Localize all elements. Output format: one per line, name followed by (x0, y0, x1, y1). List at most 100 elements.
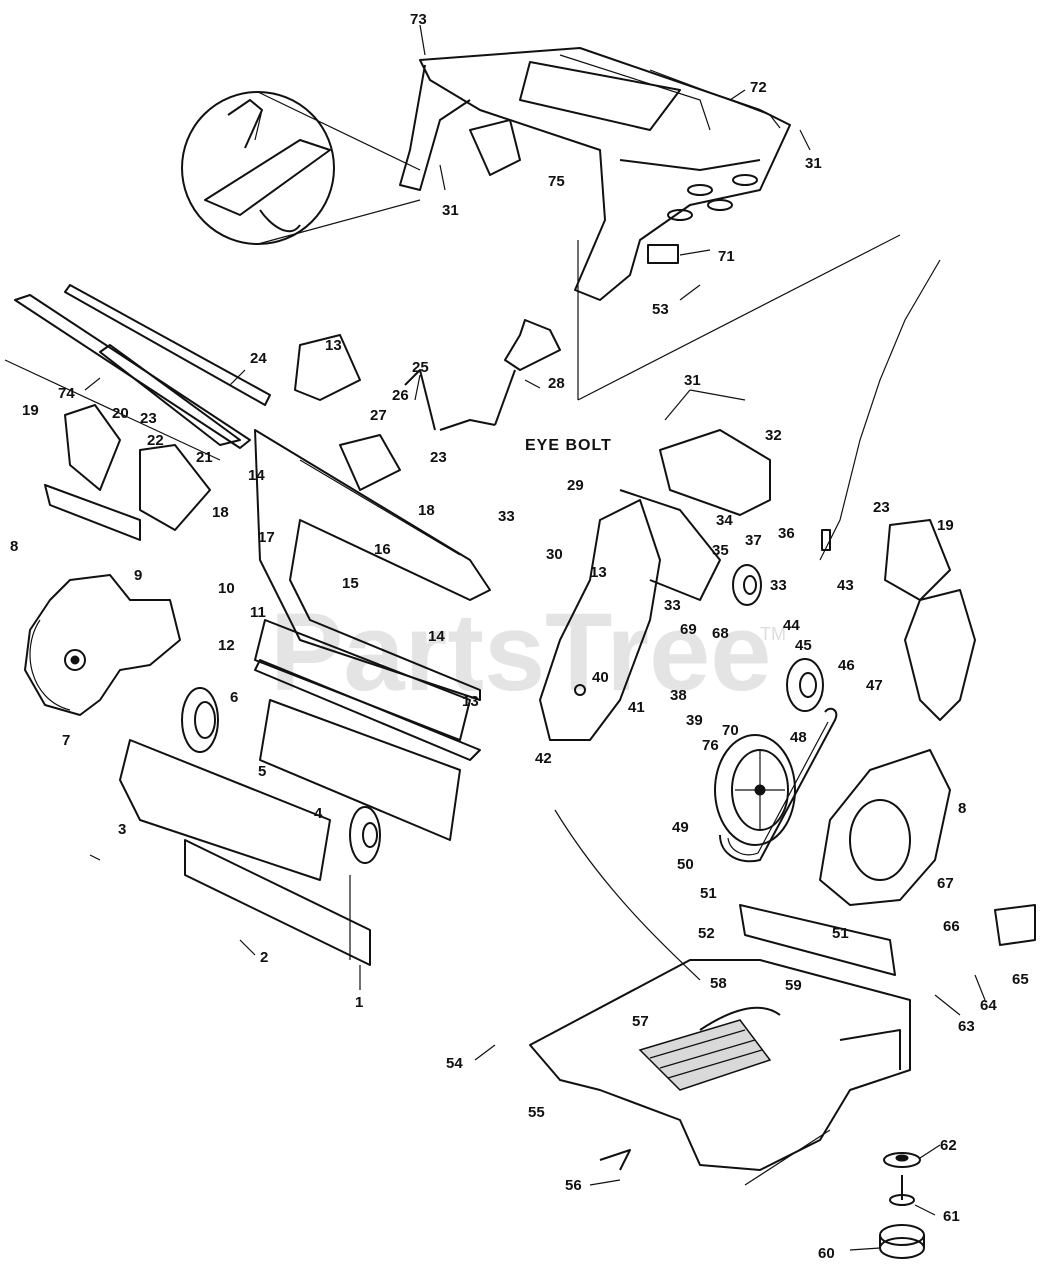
callout-41: 41 (628, 699, 645, 716)
callout-35: 35 (712, 542, 729, 559)
callout-13: 13 (462, 693, 479, 710)
callout-19: 19 (937, 517, 954, 534)
callout-1: 1 (355, 994, 363, 1011)
watermark-logo: PartsTree (270, 591, 771, 714)
callout-30: 30 (546, 546, 563, 563)
callout-36: 36 (778, 525, 795, 542)
roller-4 (349, 806, 381, 864)
callout-32: 32 (765, 427, 782, 444)
callout-69: 69 (680, 621, 697, 638)
callout-5: 5 (258, 763, 266, 780)
leader-lines (84, 24, 986, 1251)
callout-31: 31 (442, 202, 459, 219)
belt-50 (719, 707, 838, 863)
callout-31: 31 (684, 372, 701, 389)
callout-28: 28 (548, 375, 565, 392)
callout-7: 7 (62, 732, 70, 749)
pulley-wheel-6 (181, 687, 219, 753)
callout-25: 25 (412, 359, 429, 376)
callout-63: 63 (958, 1018, 975, 1035)
eye-bolt-label: EYE BOLT (525, 437, 612, 454)
callout-33: 33 (498, 508, 515, 525)
callout-2: 2 (260, 949, 268, 966)
callout-53: 53 (652, 301, 669, 318)
callout-9: 9 (134, 567, 142, 584)
callout-13: 13 (325, 337, 342, 354)
callout-40: 40 (592, 669, 609, 686)
callout-16: 16 (374, 541, 391, 558)
callout-55: 55 (528, 1104, 545, 1121)
callout-75: 75 (548, 173, 565, 190)
callout-62: 62 (940, 1137, 957, 1154)
callout-64: 64 (980, 997, 997, 1014)
callout-73: 73 (410, 11, 427, 28)
callout-23: 23 (873, 499, 890, 516)
callout-76: 76 (702, 737, 719, 754)
pulley-37 (732, 564, 762, 606)
left-side-plate (24, 574, 181, 716)
callout-14: 14 (428, 628, 445, 645)
callout-21: 21 (196, 449, 213, 466)
auger-housing-5 (119, 619, 481, 881)
callout-56: 56 (565, 1177, 582, 1194)
bracket-65 (994, 904, 1036, 946)
cable-43 (819, 259, 941, 561)
callout-10: 10 (218, 580, 235, 597)
spring-58 (699, 1006, 781, 1031)
callout-29: 29 (567, 477, 584, 494)
right-side-plate-42 (539, 489, 721, 741)
deflector-19-left (44, 404, 211, 541)
callout-18: 18 (212, 504, 229, 521)
callout-19: 19 (22, 402, 39, 419)
callout-8: 8 (958, 800, 966, 817)
callout-labels: 73 72 31 31 75 71 53 24 13 25 26 28 74 1… (10, 11, 1029, 1262)
callout-39: 39 (686, 712, 703, 729)
callout-60: 60 (818, 1245, 835, 1262)
callout-11: 11 (250, 604, 266, 621)
callout-37: 37 (745, 532, 762, 549)
callout-66: 66 (943, 918, 960, 935)
callout-23: 23 (430, 449, 447, 466)
cover-67 (819, 749, 951, 906)
callout-51: 51 (832, 925, 849, 942)
drive-wheel-49 (714, 734, 796, 846)
callout-13: 13 (590, 564, 607, 581)
callout-47: 47 (866, 677, 883, 694)
callout-14: 14 (248, 467, 265, 484)
callout-65: 65 (1012, 971, 1029, 988)
callout-50: 50 (677, 856, 694, 873)
callout-51: 51 (700, 885, 717, 902)
callout-34: 34 (716, 512, 733, 529)
callout-45: 45 (795, 637, 812, 654)
side-plate-19-right (884, 519, 976, 721)
frame-55 (529, 809, 911, 1186)
callout-58: 58 (710, 975, 727, 992)
callout-20: 20 (112, 405, 129, 422)
baffle-assembly (4, 284, 491, 701)
callout-42: 42 (535, 750, 552, 767)
callout-44: 44 (783, 617, 800, 634)
callout-31: 31 (805, 155, 822, 172)
watermark-trademark: TM (760, 624, 786, 644)
callout-43: 43 (837, 577, 854, 594)
callout-24: 24 (250, 350, 267, 367)
detail-inset (181, 91, 421, 245)
callout-49: 49 (672, 819, 689, 836)
callout-15: 15 (342, 575, 359, 592)
callout-74: 74 (58, 385, 75, 402)
callout-33: 33 (770, 577, 787, 594)
callout-17: 17 (258, 529, 275, 546)
callout-8: 8 (10, 538, 18, 555)
scraper-blade-1 (184, 839, 371, 966)
top-hood-housing (399, 47, 901, 401)
callout-3: 3 (118, 821, 126, 838)
callout-68: 68 (712, 625, 729, 642)
chute-crank-28 (439, 319, 561, 431)
callout-12: 12 (218, 637, 235, 654)
callout-38: 38 (670, 687, 687, 704)
callout-27: 27 (370, 407, 387, 424)
callout-22: 22 (147, 432, 164, 449)
caster-60-62 (879, 1152, 925, 1259)
callout-59: 59 (785, 977, 802, 994)
